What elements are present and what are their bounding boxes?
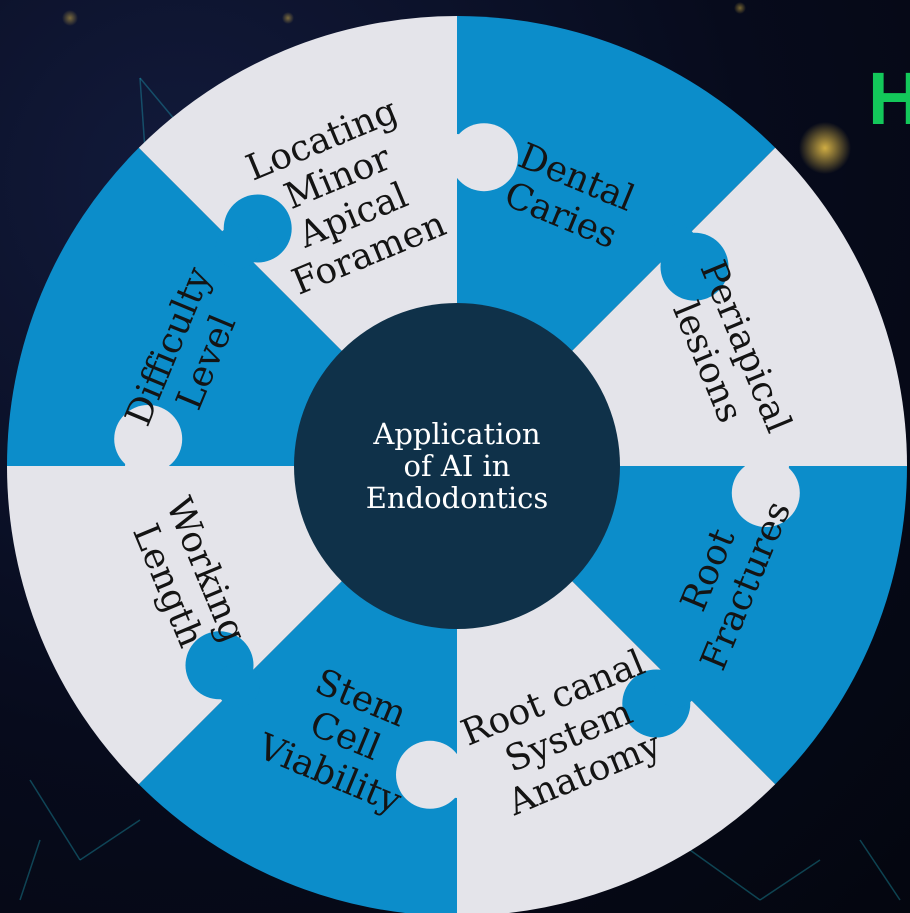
center-hub xyxy=(294,303,620,629)
center-title-line: of AI in xyxy=(404,449,511,483)
puzzle-knob-neck xyxy=(745,444,789,488)
background-network-line xyxy=(29,779,81,861)
center-title-line: Endodontics xyxy=(366,481,549,515)
background-network-line xyxy=(859,839,901,901)
background-glow xyxy=(734,2,746,14)
puzzle-knob-neck xyxy=(654,224,699,269)
background-network-line xyxy=(759,859,821,901)
center-title-line: Application xyxy=(372,417,540,451)
background-network-line xyxy=(689,849,761,901)
background-network-line xyxy=(139,77,176,121)
puzzle-knob-neck xyxy=(435,754,479,798)
background-glow xyxy=(282,12,294,24)
puzzle-knob-neck xyxy=(215,663,260,708)
heading-fragment: H xyxy=(868,57,910,140)
background-glow xyxy=(799,122,851,174)
puzzle-knob-neck xyxy=(435,134,479,178)
background-glow xyxy=(62,10,78,26)
background-network-line xyxy=(79,819,141,861)
puzzle-knob-neck xyxy=(654,663,699,708)
puzzle-knob-neck xyxy=(125,444,169,488)
background-network-line xyxy=(139,77,146,151)
puzzle-knob-neck xyxy=(215,224,260,269)
background-network-line xyxy=(19,839,41,901)
